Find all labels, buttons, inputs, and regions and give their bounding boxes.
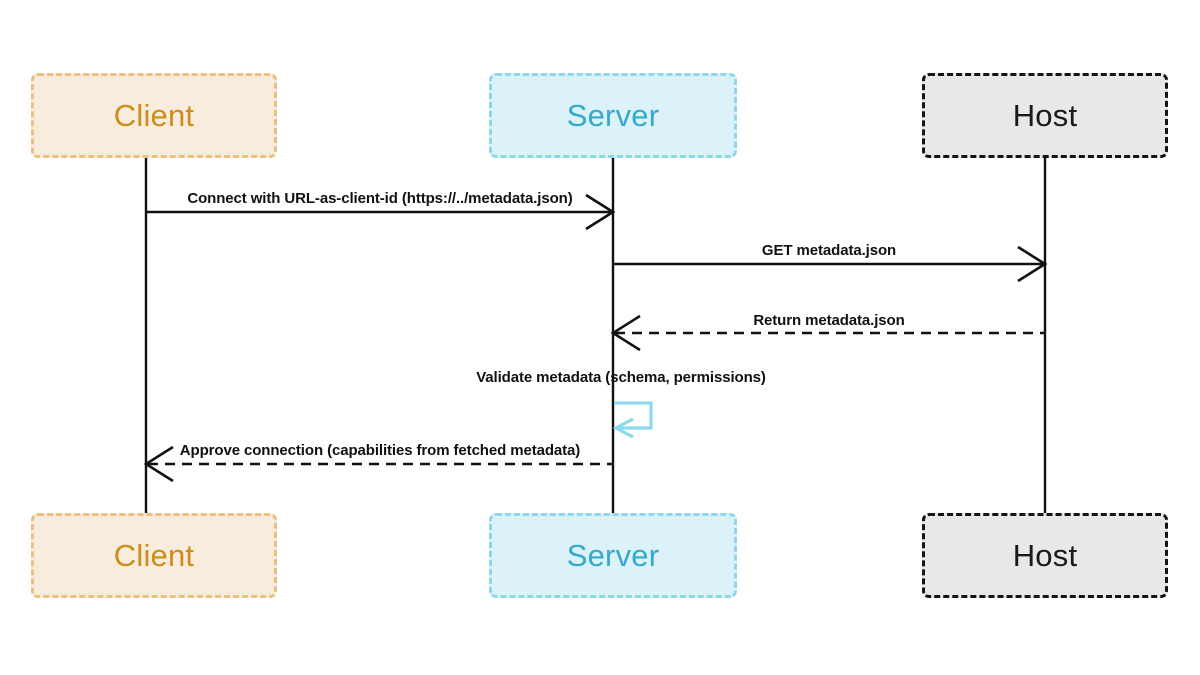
participant-host-top: Host xyxy=(922,73,1168,158)
participant-server-label: Server xyxy=(566,97,660,133)
participant-client-label: Client xyxy=(113,537,195,573)
message-4-label: Validate metadata (schema, permissions) xyxy=(476,369,766,386)
message-1-arrowhead-icon xyxy=(585,193,616,231)
message-3-arrowhead-icon xyxy=(610,314,641,352)
participant-client-top: Client xyxy=(31,73,277,158)
participant-host-label: Host xyxy=(1012,537,1078,573)
participant-server-top: Server xyxy=(489,73,737,158)
participant-server-label: Server xyxy=(566,537,660,573)
message-5-label: Approve connection (capabilities from fe… xyxy=(179,442,581,459)
message-1-label: Connect with URL-as-client-id (https://.… xyxy=(187,190,573,207)
participant-host-bottom: Host xyxy=(922,513,1168,598)
self-loop-arrowhead-icon xyxy=(612,417,634,439)
participant-server-bottom: Server xyxy=(489,513,737,598)
participant-host-label: Host xyxy=(1012,97,1078,133)
participant-client-bottom: Client xyxy=(31,513,277,598)
message-2-label: GET metadata.json xyxy=(761,242,897,259)
message-2-arrowhead-icon xyxy=(1017,245,1048,283)
participant-client-label: Client xyxy=(113,97,195,133)
self-loop-line xyxy=(614,401,653,430)
message-3-label: Return metadata.json xyxy=(753,312,905,329)
message-5-arrowhead-icon xyxy=(143,445,174,483)
